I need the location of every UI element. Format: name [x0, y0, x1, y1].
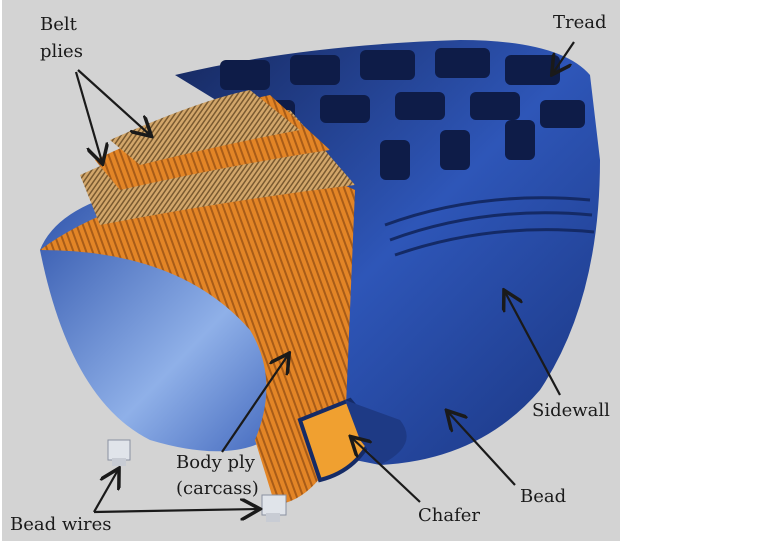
- label-body-ply-line2: (carcass): [176, 478, 259, 499]
- label-sidewall: Sidewall: [532, 400, 610, 421]
- arrow-bead: [448, 412, 516, 486]
- arrow-sidewall: [505, 292, 561, 396]
- arrow-body-ply: [221, 355, 288, 453]
- label-bead-wires: Bead wires: [10, 514, 112, 535]
- sidewall-grooves: [384, 196, 595, 257]
- body-ply: [40, 165, 355, 505]
- label-tread: Tread: [553, 12, 607, 33]
- belt-ply-top: [110, 90, 300, 165]
- tire-tread: [175, 40, 600, 465]
- bead-rubber: [345, 400, 407, 465]
- label-bead: Bead: [520, 486, 566, 507]
- label-belt-plies-line2: plies: [40, 41, 83, 62]
- label-belt-plies-line1: Belt: [40, 14, 78, 35]
- arrow-chafer: [352, 438, 421, 503]
- arrow-belt-plies-upper: [77, 69, 150, 135]
- arrow-belt-plies-lower: [74, 71, 102, 162]
- bead-wire-left: [107, 439, 131, 466]
- arrow-tread: [553, 41, 575, 73]
- arrow-bead-wires-right: [93, 509, 258, 512]
- arrow-bead-wires-left: [93, 470, 118, 513]
- label-chafer: Chafer: [418, 505, 480, 526]
- bead-wire-right: [261, 494, 287, 522]
- label-body-ply-line1: Body ply: [176, 452, 256, 473]
